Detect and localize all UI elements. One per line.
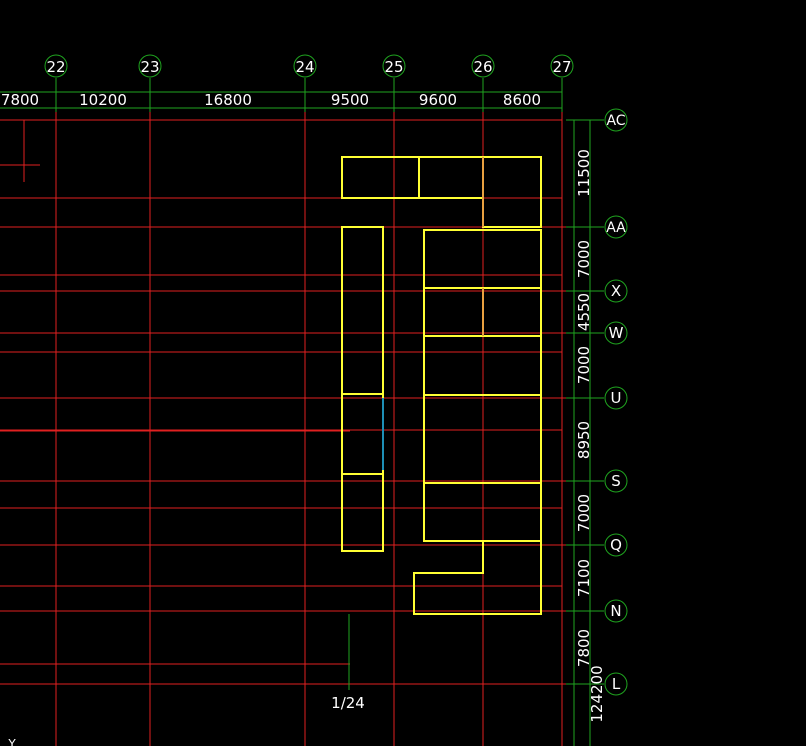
row-axis-label: N	[610, 602, 621, 620]
row-axis-label: Q	[610, 536, 622, 554]
row-axis-bubble	[604, 279, 628, 303]
building-outlines[interactable]	[341, 156, 542, 615]
column-axis-label: 22	[46, 58, 65, 76]
building-block-outline	[413, 540, 542, 615]
row-axis-label: AC	[606, 113, 625, 129]
column-axis-bubble	[550, 54, 574, 78]
column-axis-label: 26	[473, 58, 492, 76]
column-axis-label: 24	[295, 58, 314, 76]
row-axis-bubble	[604, 672, 628, 696]
building-block-outline	[341, 393, 384, 475]
building-block-outline	[341, 156, 542, 228]
column-dimension-text: 16800	[204, 91, 252, 109]
column-axis-label: 25	[384, 58, 403, 76]
row-axis-bubble	[604, 108, 628, 132]
row-dimension-text: 7800	[575, 629, 593, 667]
column-axis-bubble	[293, 54, 317, 78]
row-axis-label: X	[611, 282, 621, 300]
row-axis-label: AA	[606, 220, 626, 236]
row-axis-bubbles: AC AA X W U S Q N L	[604, 108, 628, 696]
column-dimension-text: 9500	[331, 91, 369, 109]
column-axis-label: 27	[552, 58, 571, 76]
row-dimension-text: 7000	[575, 240, 593, 278]
section-label: 1/24	[331, 694, 365, 712]
building-block-outline	[341, 473, 384, 552]
column-dimension-text: 9600	[419, 91, 457, 109]
row-axis-bubble	[604, 215, 628, 239]
column-dimension-text: 7800	[1, 91, 39, 109]
column-dimension-labels: 7800 10200 16800 9500 9600 8600	[1, 91, 541, 109]
column-axis-bubble	[138, 54, 162, 78]
dimension-lines	[0, 78, 604, 746]
building-block-outline	[341, 226, 384, 395]
row-axis-bubble	[604, 469, 628, 493]
row-dimension-text: 8950	[575, 421, 593, 459]
column-axis-bubble	[382, 54, 406, 78]
column-dimension-text: 10200	[79, 91, 127, 109]
column-axis-label: 23	[140, 58, 159, 76]
column-axis-bubble	[471, 54, 495, 78]
column-dimension-text: 8600	[503, 91, 541, 109]
row-axis-label: U	[611, 389, 622, 407]
row-axis-label: S	[611, 472, 621, 490]
row-axis-bubble	[604, 533, 628, 557]
row-axis-label: W	[609, 324, 624, 342]
column-axis-bubble	[44, 54, 68, 78]
row-dimension-text: 7000	[575, 494, 593, 532]
row-dimension-text: 11500	[575, 149, 593, 197]
corner-axis-label: Y	[7, 737, 16, 746]
row-dimension-text: 124200	[588, 665, 606, 722]
row-dimension-text: 7000	[575, 346, 593, 384]
grid-lines	[0, 112, 578, 746]
row-axis-bubble	[604, 386, 628, 410]
row-axis-bubble	[604, 321, 628, 345]
row-axis-bubble	[604, 599, 628, 623]
row-axis-label: L	[612, 675, 621, 693]
column-axis-bubbles: 22 23 24 25 26 27	[44, 54, 574, 78]
row-dimension-text: 7100	[575, 559, 593, 597]
row-dimension-text: 4550	[575, 293, 593, 331]
